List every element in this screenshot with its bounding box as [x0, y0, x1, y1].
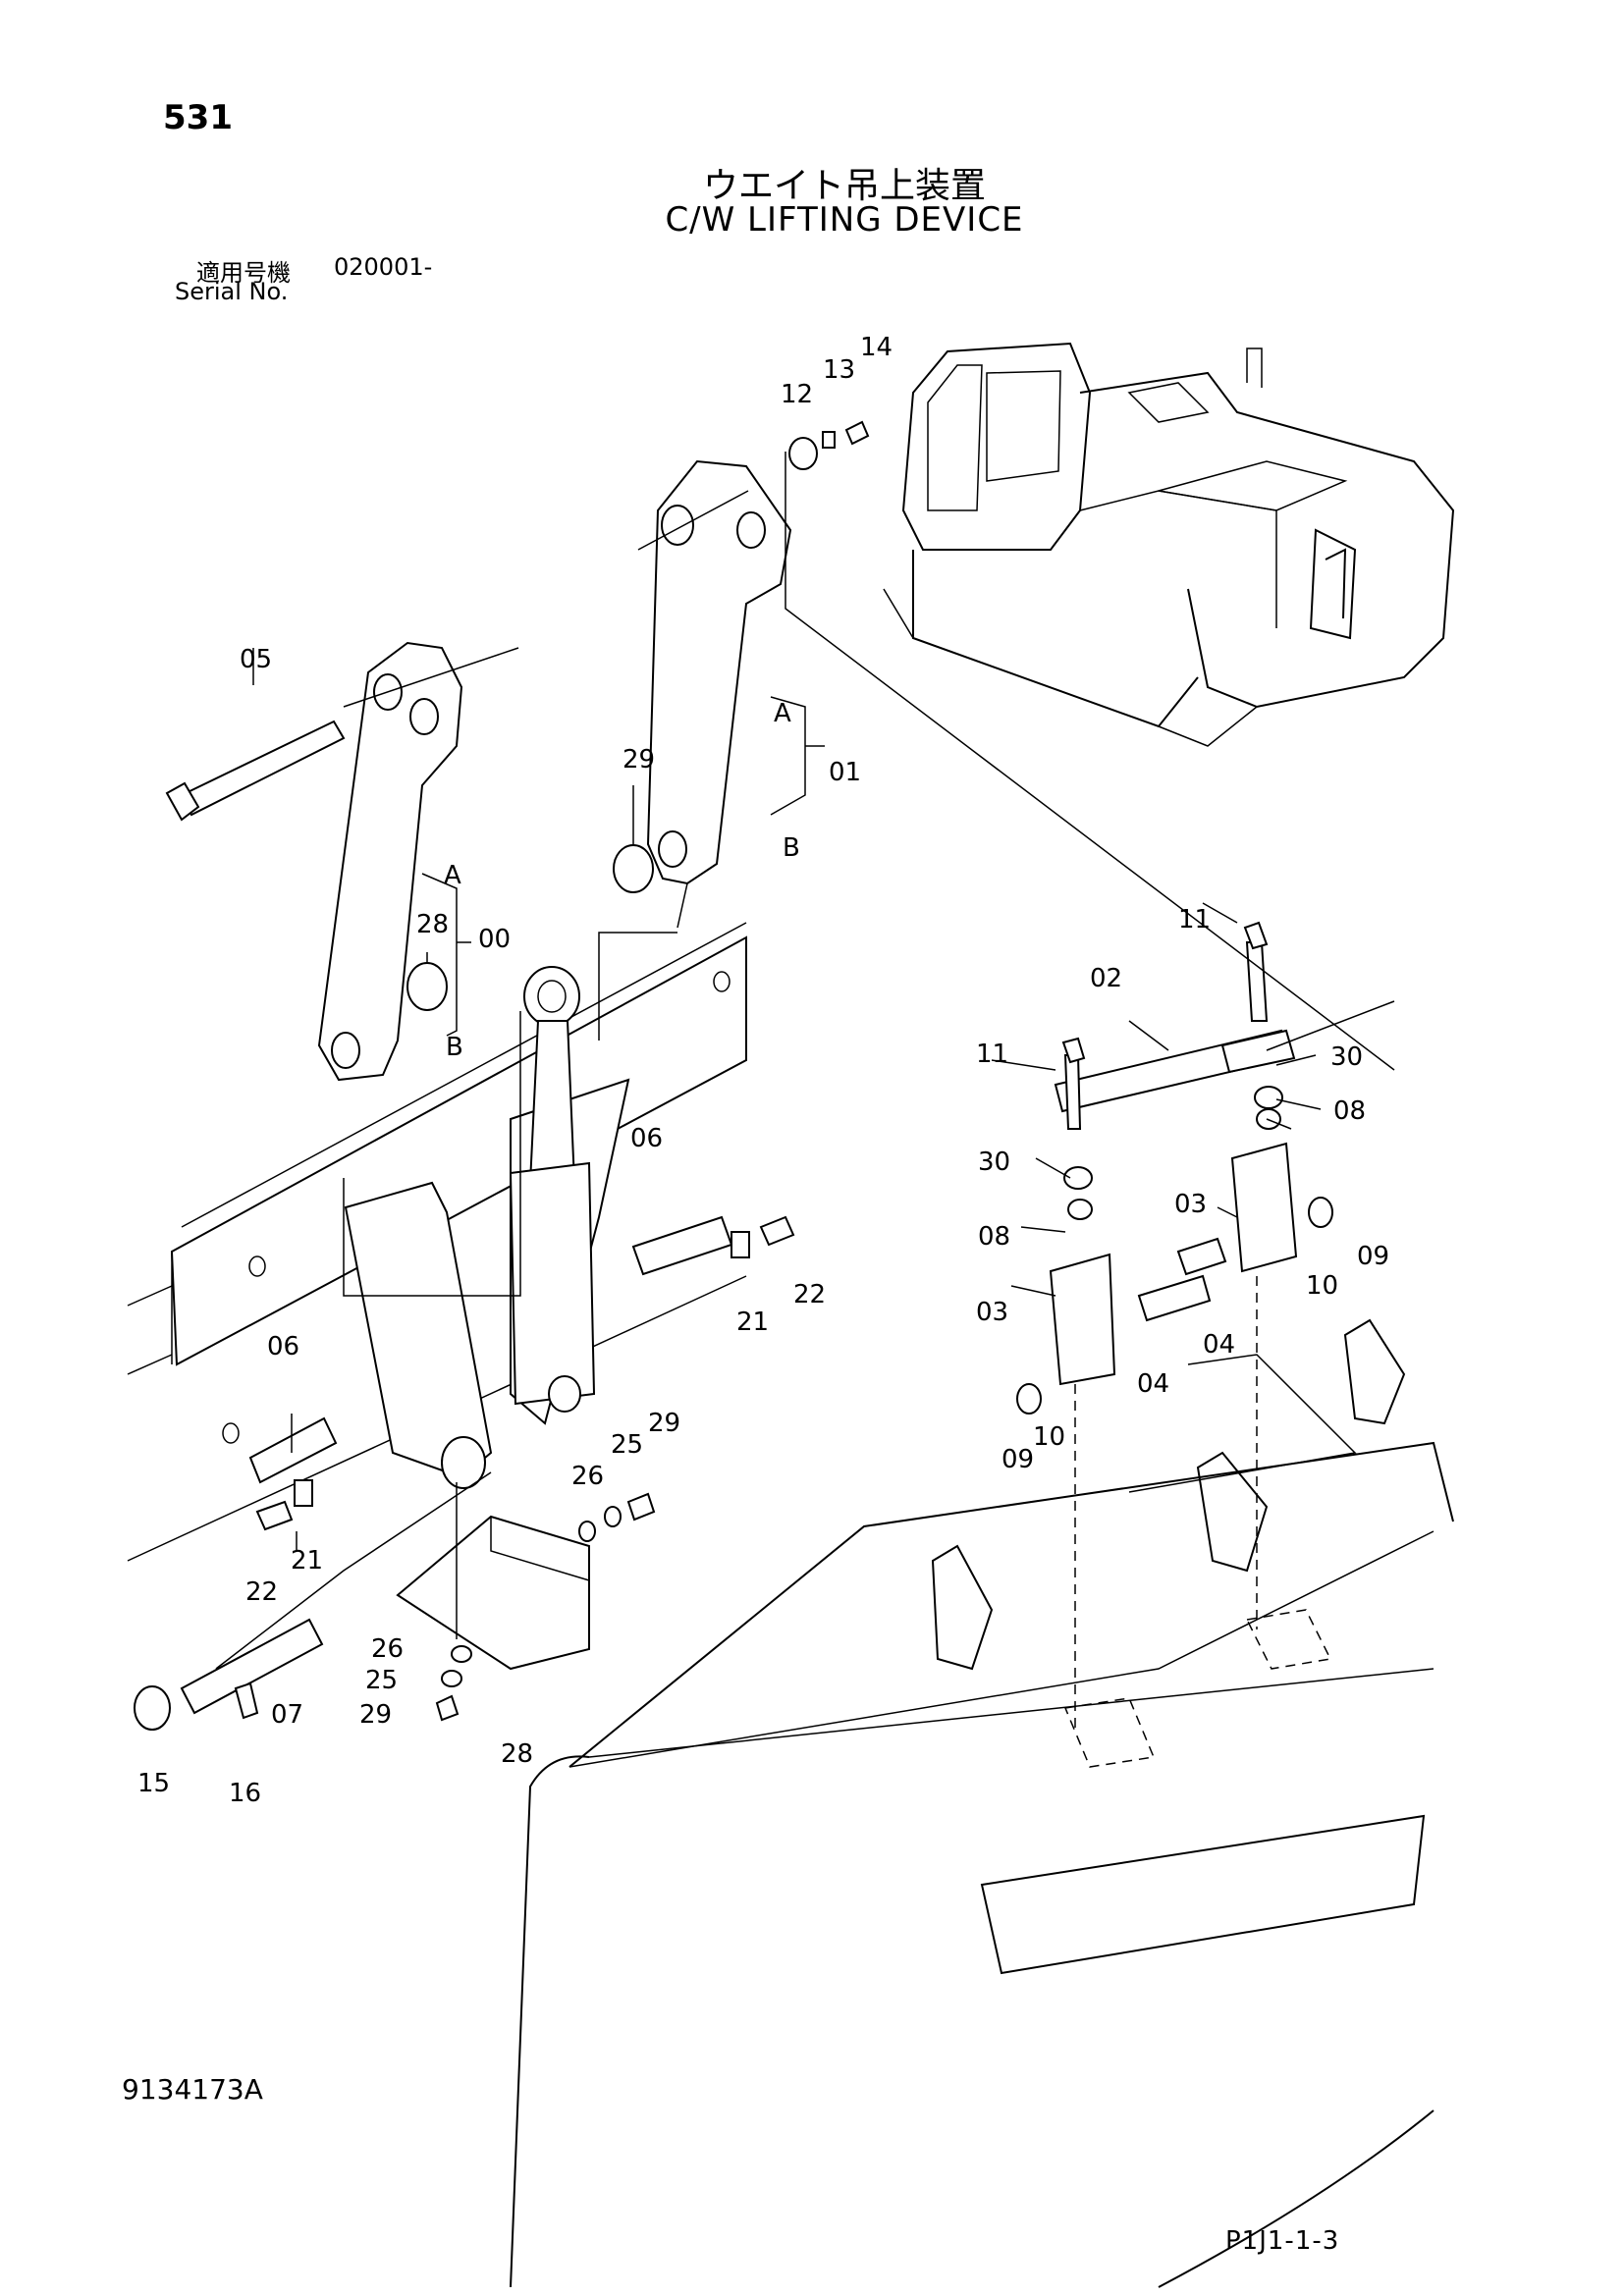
- callout-07: 07: [271, 1700, 303, 1730]
- serial-number-value: 020001-: [334, 253, 433, 281]
- callout-28-right: 29: [623, 745, 655, 774]
- callout-10-left: 10: [1033, 1422, 1065, 1452]
- callout-a-right: A: [774, 699, 791, 728]
- sheet-code: P1J1-1-3: [1225, 2226, 1340, 2256]
- bolt-22-right: [759, 1215, 795, 1247]
- callout-29-lower: 29: [359, 1700, 392, 1730]
- pin-06-left: [248, 1416, 338, 1484]
- lock-13: [822, 431, 836, 449]
- callout-15: 15: [137, 1769, 170, 1798]
- rod-02-assembly: [1016, 921, 1333, 1415]
- callout-02: 02: [1090, 964, 1122, 993]
- callout-10-right: 10: [1306, 1271, 1338, 1301]
- callout-08-right: 08: [1333, 1096, 1366, 1126]
- callout-03-right: 03: [1174, 1190, 1207, 1219]
- excavator-overview: [883, 342, 1455, 747]
- bolt-29-lower: [435, 1694, 460, 1722]
- callout-30-right: 30: [1330, 1042, 1363, 1072]
- callout-11-top: 11: [1178, 905, 1211, 934]
- left-link: [317, 641, 463, 1082]
- right-link: [646, 459, 792, 885]
- counterweight-body: [510, 1276, 1454, 2288]
- callout-30-left: 30: [978, 1148, 1010, 1177]
- serial-label-japanese: 適用号機: [196, 259, 291, 287]
- callout-b-left: B: [446, 1033, 463, 1062]
- callout-25-upper: 25: [611, 1430, 643, 1460]
- callout-11-left: 11: [976, 1040, 1008, 1069]
- callout-16: 16: [229, 1779, 261, 1808]
- callout-13: 13: [823, 355, 855, 385]
- callout-21-left: 21: [291, 1546, 323, 1575]
- bolt-22-left: [255, 1500, 294, 1531]
- callout-01: 01: [829, 758, 861, 787]
- bolt-29-upper: [626, 1492, 656, 1522]
- leader-lines: [215, 452, 1395, 1670]
- callout-26-upper: 26: [571, 1462, 604, 1491]
- pin-06-right: [631, 1215, 733, 1276]
- washer-26-upper: [578, 1521, 596, 1542]
- callout-27: 28: [501, 1739, 533, 1769]
- pin-16: [234, 1682, 259, 1720]
- washer-26-lower: [451, 1645, 472, 1663]
- callout-00: 00: [478, 925, 511, 954]
- callout-06-left: 06: [267, 1332, 299, 1362]
- cover-27: [396, 1515, 590, 1671]
- washer-25-upper: [604, 1506, 622, 1527]
- title-english: C/W LIFTING DEVICE: [665, 200, 1024, 240]
- callout-12: 12: [781, 380, 813, 409]
- callout-a-left: A: [444, 861, 461, 890]
- callout-08-left: 08: [978, 1222, 1010, 1252]
- snap-ring-15: [134, 1685, 171, 1731]
- washer-28-left: [406, 962, 448, 1011]
- serial-label-english: Serial No.: [175, 278, 289, 305]
- callout-labels: 12 13 14 05 A 01 29 B A 28 00 B 11 02 11…: [137, 333, 1389, 1808]
- callout-25-lower: 25: [365, 1666, 398, 1695]
- bolt-14: [844, 420, 870, 446]
- plate-21-right: [731, 1231, 750, 1258]
- pin-05: [165, 720, 346, 822]
- callout-06-right: 06: [630, 1124, 663, 1153]
- callout-b-right: B: [783, 833, 800, 863]
- callout-26-lower: 26: [371, 1634, 404, 1664]
- callout-09-right: 09: [1357, 1242, 1389, 1271]
- page-number: 531: [163, 98, 233, 137]
- callout-29-upper: 29: [648, 1409, 680, 1438]
- callout-04-right: 04: [1203, 1330, 1235, 1360]
- hydraulic-cylinder: [441, 966, 596, 1489]
- callout-03-left: 03: [976, 1298, 1008, 1327]
- callout-04-left: 04: [1137, 1369, 1169, 1399]
- callout-22-left: 22: [245, 1577, 278, 1607]
- pin-07: [180, 1618, 324, 1715]
- callout-21-right: 21: [736, 1308, 769, 1337]
- washer-28-right: [613, 844, 654, 893]
- callout-22-right: 22: [793, 1280, 826, 1309]
- plate-21-left: [294, 1479, 313, 1507]
- callout-14: 14: [860, 333, 893, 362]
- washer-25-lower: [441, 1670, 462, 1687]
- illustration-code: 9134173A: [122, 2073, 263, 2106]
- title-japanese: ウエイト吊上装置: [702, 166, 986, 206]
- callout-28-left: 28: [416, 910, 449, 939]
- callout-09-left: 09: [1001, 1445, 1034, 1474]
- plate-12: [788, 437, 818, 470]
- callout-05: 05: [240, 645, 272, 674]
